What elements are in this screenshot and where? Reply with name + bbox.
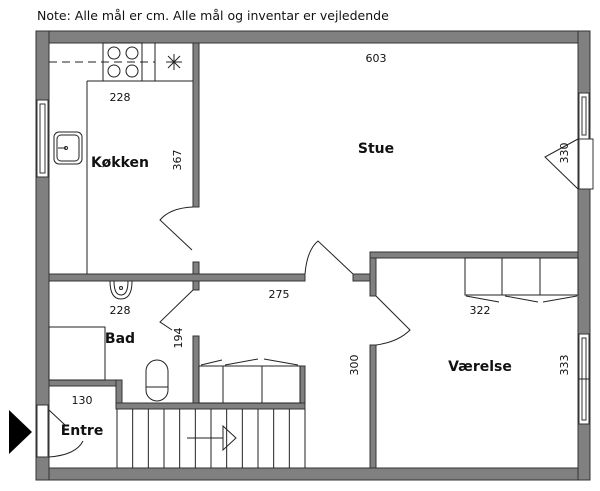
living-length-label: 330 <box>558 143 571 164</box>
bath-sink-icon <box>109 280 133 300</box>
doors <box>36 138 594 458</box>
kitchen-room-label: Køkken <box>91 155 149 171</box>
staircase <box>116 409 306 468</box>
bath-length-label: 194 <box>172 328 185 349</box>
bedroom-wardrobe <box>464 257 579 303</box>
hallway-width-label: 275 <box>269 288 290 301</box>
bedroom-length-label: 333 <box>558 355 571 376</box>
note-text: Note: Alle mål er cm. Alle mål og invent… <box>37 8 389 23</box>
hallway-wardrobe <box>198 358 301 404</box>
stove-icon <box>107 46 139 78</box>
kitchen-length-label: 367 <box>171 150 184 171</box>
stair-direction-arrow-icon <box>187 424 237 452</box>
kitchen-sink-icon <box>53 131 83 165</box>
bath-fixtures <box>48 280 169 402</box>
hallway-length-label: 300 <box>348 355 361 376</box>
living-width-label: 603 <box>366 52 387 65</box>
kitchen-width-label: 228 <box>110 91 131 104</box>
bath-width-label: 228 <box>110 304 131 317</box>
bedroom-width-label: 322 <box>470 304 491 317</box>
kitchen-counter <box>49 42 193 274</box>
windows <box>36 92 590 425</box>
bath-room-label: Bad <box>105 331 135 347</box>
shower-icon <box>48 326 106 381</box>
entrance-arrow-icon <box>9 410 32 454</box>
entrance-width-label: 130 <box>72 394 93 407</box>
living-room-label: Stue <box>358 141 394 157</box>
interior-walls <box>48 42 579 469</box>
entrance-room-label: Entre <box>61 423 104 439</box>
light-fixture-icon <box>166 54 182 70</box>
bedroom-room-label: Værelse <box>448 359 512 375</box>
toilet-icon <box>145 359 169 402</box>
